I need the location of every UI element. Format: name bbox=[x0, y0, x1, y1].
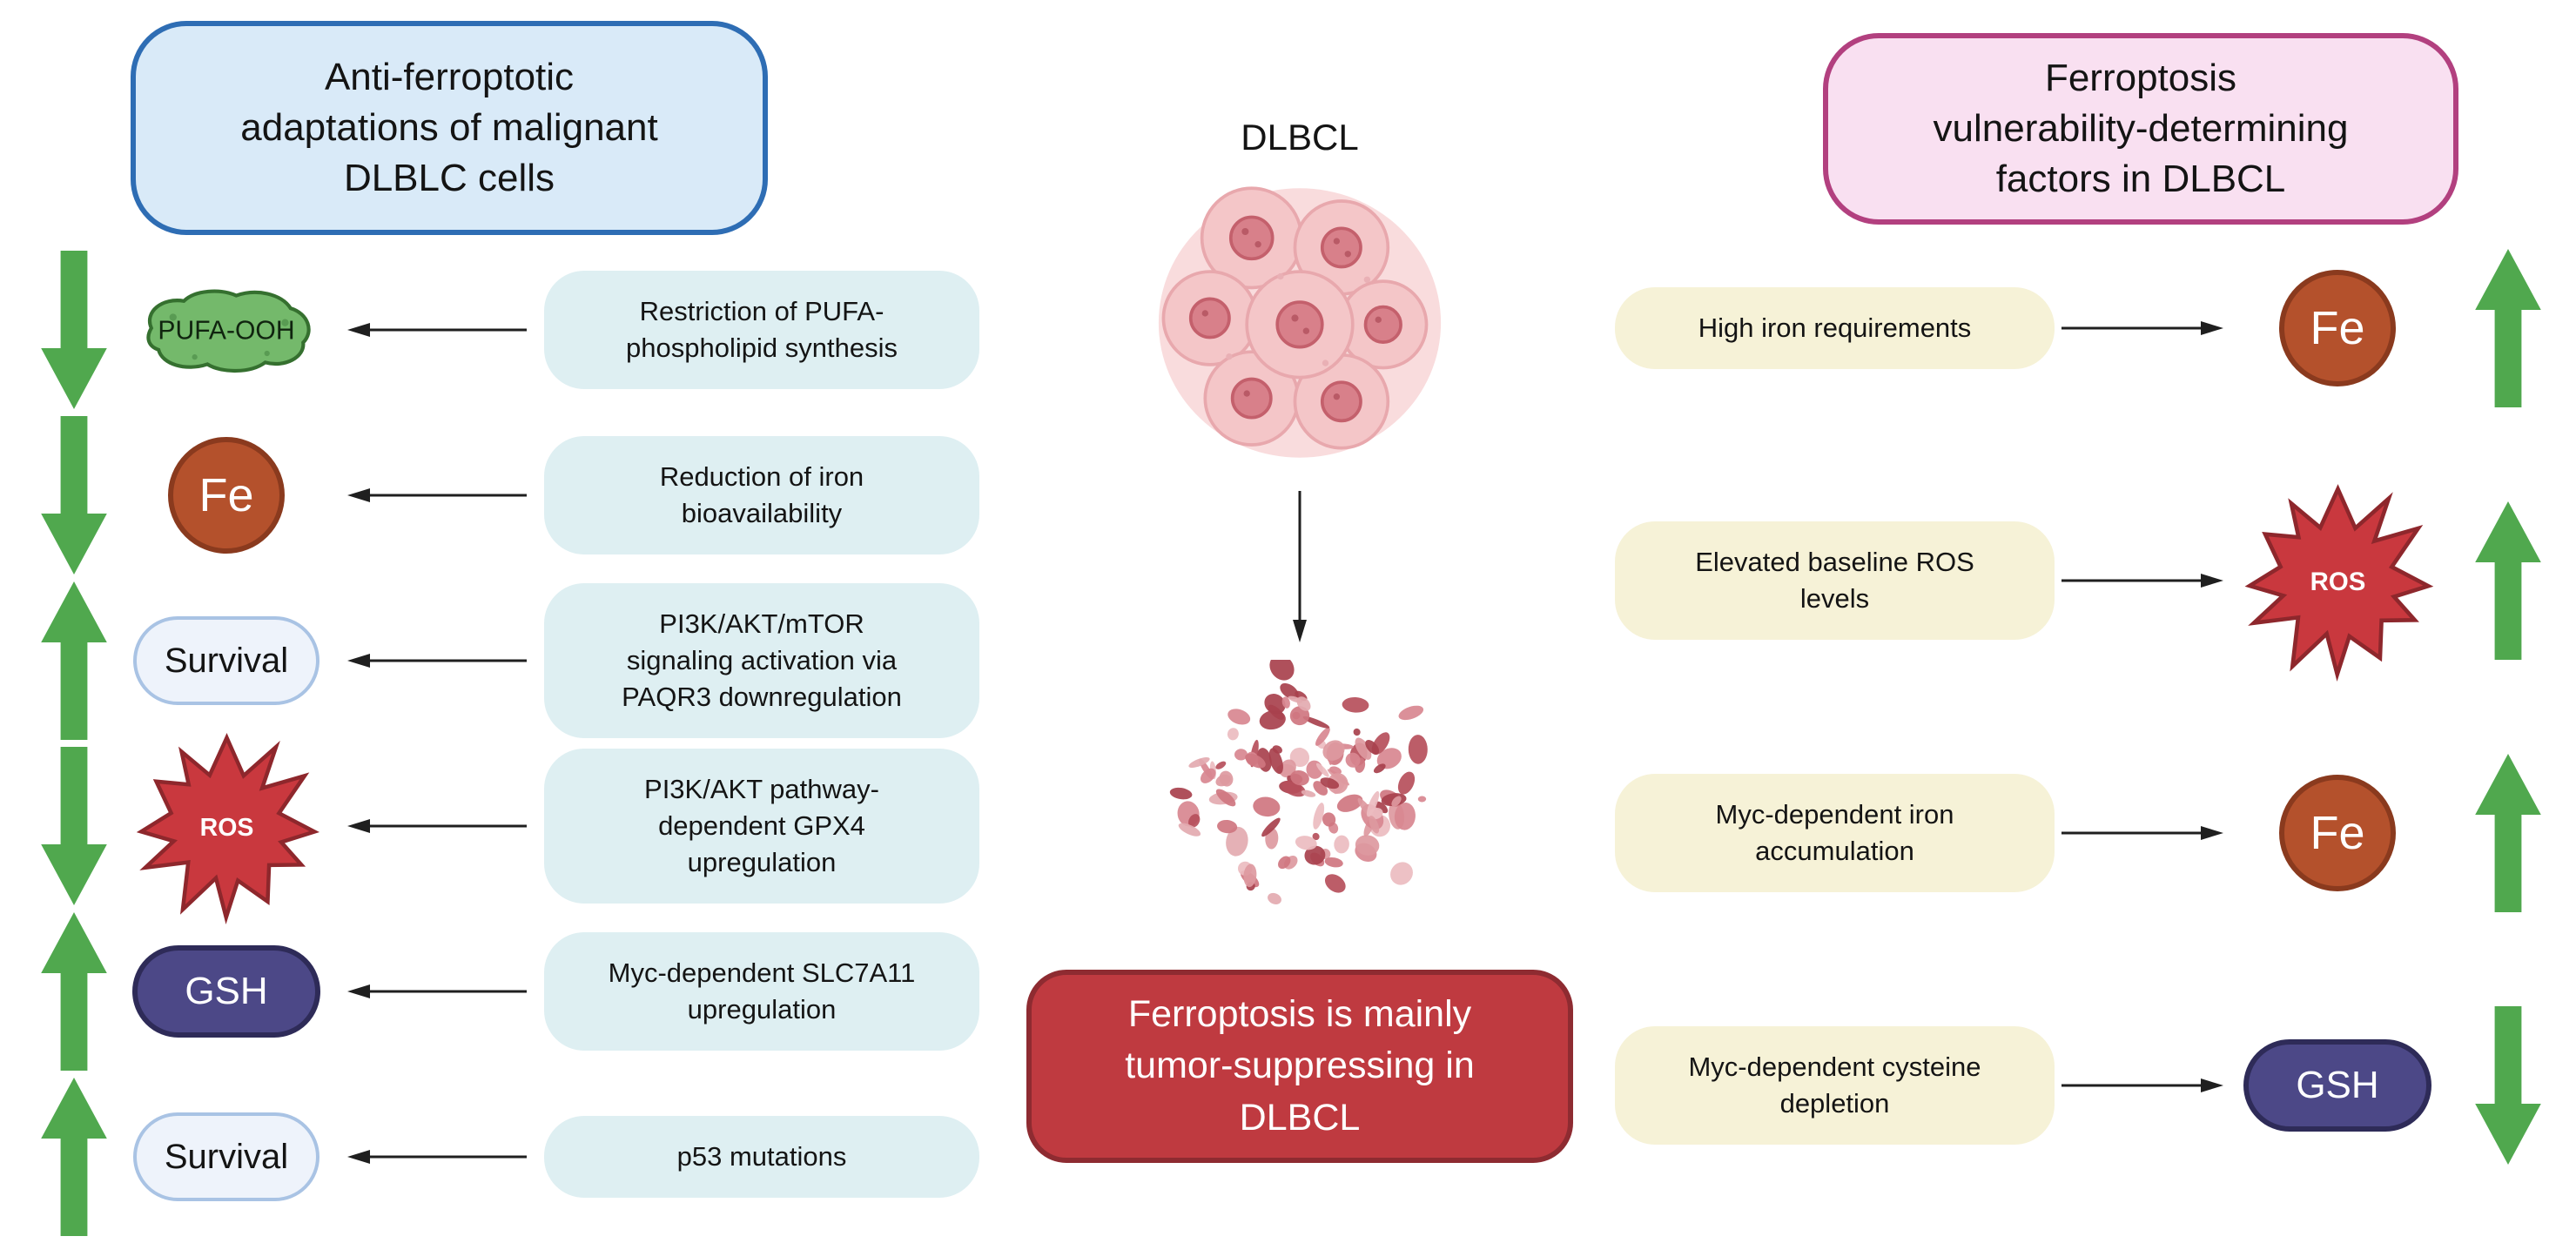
ros-starburst-icon: ROS bbox=[136, 732, 319, 924]
mechanism-note: PI3K/AKT pathway- dependent GPX4 upregul… bbox=[544, 749, 979, 904]
ros-label: ROS bbox=[2310, 568, 2365, 596]
pufa-ooh-label: PUFA-OOH bbox=[158, 316, 294, 345]
increase-arrow-icon bbox=[2475, 249, 2541, 407]
right-row-ros: Elevated baseline ROS levels ROS bbox=[1615, 454, 2555, 707]
left-row-survival-2: Survival p53 mutations bbox=[35, 1074, 1001, 1240]
fe-iron-icon: Fe bbox=[2279, 775, 2396, 891]
ros-label: ROS bbox=[199, 814, 253, 842]
decrease-arrow-icon bbox=[41, 416, 107, 574]
arrow-left-icon bbox=[347, 654, 527, 668]
factor-note: Elevated baseline ROS levels bbox=[1615, 521, 2055, 640]
arrow-left-icon bbox=[347, 323, 527, 337]
factor-note: Myc-dependent cysteine depletion bbox=[1615, 1026, 2055, 1145]
survival-label: Survival bbox=[164, 641, 289, 680]
increase-arrow-icon bbox=[41, 912, 107, 1071]
survival-label: Survival bbox=[164, 1137, 289, 1176]
survival-pill: Survival bbox=[133, 616, 319, 705]
fe-label: Fe bbox=[198, 469, 254, 521]
arrow-left-icon bbox=[347, 819, 527, 833]
mechanism-note: Myc-dependent SLC7A11 upregulation bbox=[544, 932, 979, 1051]
gsh-label: GSH bbox=[2296, 1064, 2379, 1106]
factor-note: High iron requirements bbox=[1615, 287, 2055, 369]
center-column: DLBCL bbox=[1026, 0, 1574, 1243]
left-panel-title: Anti-ferroptotic adaptations of malignan… bbox=[131, 21, 768, 235]
factor-note: Myc-dependent iron accumulation bbox=[1615, 774, 2055, 892]
increase-arrow-icon bbox=[2475, 754, 2541, 912]
mechanism-note: Reduction of iron bioavailability bbox=[544, 436, 979, 554]
left-row-ros: ROS PI3K/AKT pathway- dependent GPX4 upr… bbox=[35, 732, 1001, 924]
decrease-arrow-icon bbox=[2475, 1006, 2541, 1165]
fe-label: Fe bbox=[2310, 807, 2365, 859]
fe-iron-icon: Fe bbox=[168, 437, 285, 554]
mechanism-note: Restriction of PUFA- phospholipid synthe… bbox=[544, 271, 979, 389]
mechanism-note: PI3K/AKT/mTOR signaling activation via P… bbox=[544, 583, 979, 738]
arrow-right-icon bbox=[2061, 826, 2223, 840]
increase-arrow-icon bbox=[2475, 501, 2541, 660]
gsh-pill: GSH bbox=[132, 945, 320, 1038]
right-row-iron-2: Myc-dependent iron accumulation Fe bbox=[1615, 707, 2555, 959]
right-row-gsh: Myc-dependent cysteine depletion GSH bbox=[1615, 959, 2555, 1212]
right-panel-rows: High iron requirements Fe Elevated basel… bbox=[1615, 202, 2555, 1212]
left-row-pufa: PUFA-OOH Restriction of PUFA- phospholip… bbox=[35, 247, 1001, 413]
left-panel-rows: PUFA-OOH Restriction of PUFA- phospholip… bbox=[35, 247, 1001, 1240]
ros-starburst-icon: ROS bbox=[2244, 484, 2433, 682]
dlbcl-cell-cluster-illustration bbox=[1158, 186, 1442, 458]
arrow-right-icon bbox=[2061, 321, 2223, 335]
dlbcl-cells-label: DLBCL bbox=[1241, 117, 1359, 158]
increase-arrow-icon bbox=[41, 581, 107, 740]
left-row-gsh: GSH Myc-dependent SLC7A11 upregulation bbox=[35, 909, 1001, 1074]
increase-arrow-icon bbox=[41, 1078, 107, 1236]
decrease-arrow-icon bbox=[41, 747, 107, 905]
decrease-arrow-icon bbox=[41, 251, 107, 409]
arrow-left-icon bbox=[347, 984, 527, 998]
left-row-survival-1: Survival PI3K/AKT/mTOR signaling activat… bbox=[35, 578, 1001, 743]
arrow-right-icon bbox=[2061, 574, 2223, 588]
gsh-pill: GSH bbox=[2243, 1039, 2431, 1132]
arrow-left-icon bbox=[347, 488, 527, 502]
fe-iron-icon: Fe bbox=[2279, 270, 2396, 386]
mechanism-note: p53 mutations bbox=[544, 1116, 979, 1198]
right-row-iron-1: High iron requirements Fe bbox=[1615, 202, 2555, 454]
arrow-right-icon bbox=[2061, 1078, 2223, 1092]
pufa-ooh-blob-icon: PUFA-OOH bbox=[146, 289, 311, 373]
survival-pill: Survival bbox=[133, 1112, 319, 1201]
conclusion-box: Ferroptosis is mainly tumor-suppressing … bbox=[1026, 970, 1573, 1163]
ferroptotic-cells-illustration bbox=[1169, 660, 1428, 904]
left-row-iron: Fe Reduction of iron bioavailability bbox=[35, 413, 1001, 578]
arrow-left-icon bbox=[347, 1150, 527, 1164]
fe-label: Fe bbox=[2310, 302, 2365, 354]
gsh-label: GSH bbox=[185, 970, 268, 1012]
right-panel-title: Ferroptosis vulnerability-determining fa… bbox=[1823, 33, 2458, 225]
arrow-down-icon bbox=[1293, 491, 1307, 642]
